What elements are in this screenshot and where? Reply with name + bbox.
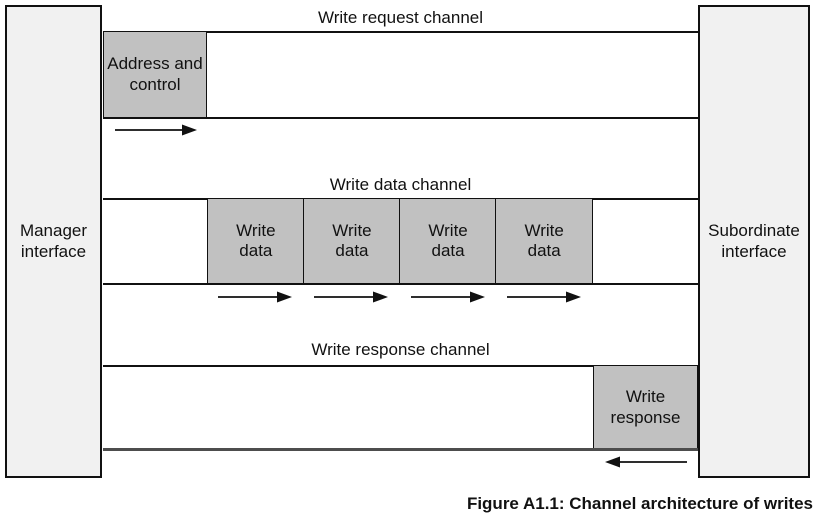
write-data-label: Write data [428,220,468,260]
manager-interface-box: Manager interface [5,5,102,478]
write-data-label: Write data [236,220,276,260]
response-channel-bottom-line [103,448,698,451]
write-data-box-row: Write data Write data Write data Write d… [207,198,594,284]
right-arrow-icon [115,124,197,136]
write-data-label: Write data [332,220,372,260]
right-arrow-icon [314,291,388,303]
write-data-box: Write data [495,198,594,284]
write-response-channel-label: Write response channel [311,340,490,359]
right-arrow-icon [411,291,485,303]
write-data-channel-label: Write data channel [329,175,472,194]
subordinate-interface-box: Subordinate interface [698,5,810,478]
write-data-box: Write data [207,198,305,284]
right-arrow-icon [218,291,292,303]
figure-caption: Figure A1.1: Channel architecture of wri… [466,494,813,513]
channel-divider-line [103,283,698,285]
channel-divider-line [103,117,698,119]
right-arrow-icon [507,291,581,303]
write-data-box: Write data [399,198,497,284]
manager-interface-label: Manager interface [19,221,88,261]
write-response-label: Write response [610,387,681,427]
left-arrow-icon [605,456,687,468]
write-data-label: Write data [524,220,564,260]
write-request-channel-label: Write request channel [317,8,484,27]
write-response-box: Write response [593,365,698,450]
address-and-control-box: Address and control [103,31,207,118]
address-and-control-label: Address and control [107,54,203,94]
channel-divider-line [103,365,698,367]
write-data-box: Write data [303,198,401,284]
channel-divider-line [103,31,698,33]
subordinate-interface-label: Subordinate interface [708,221,800,261]
